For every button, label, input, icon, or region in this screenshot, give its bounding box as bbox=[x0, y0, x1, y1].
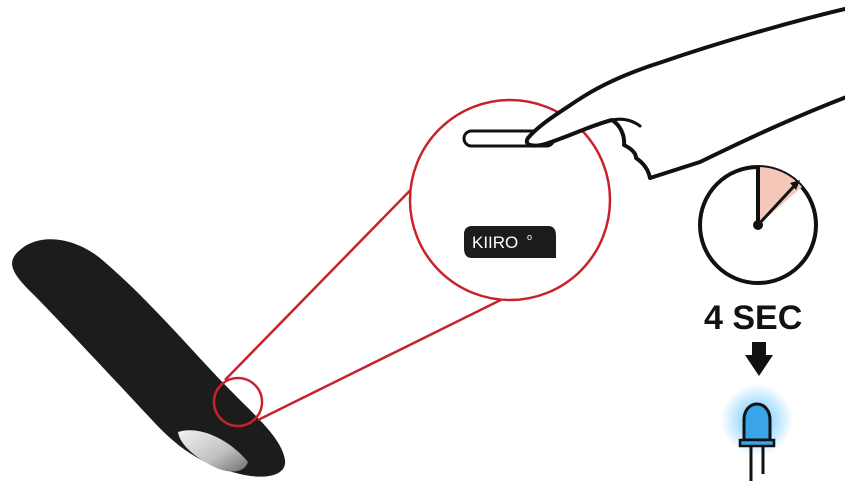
arrow-down-icon bbox=[745, 342, 773, 376]
led-icon bbox=[721, 384, 793, 481]
zoom-circle bbox=[408, 98, 612, 302]
stopwatch-icon bbox=[698, 165, 818, 285]
brand-logo-badge bbox=[464, 226, 556, 258]
zoom-line-bottom bbox=[257, 286, 526, 422]
hand-pointer-icon bbox=[524, 6, 849, 180]
brand-logo: KIIRO o bbox=[464, 226, 556, 258]
timer-wedge bbox=[758, 166, 802, 225]
hand-edge-mask bbox=[845, 0, 849, 110]
zoom-line-top bbox=[224, 167, 433, 381]
brand-logo-superscript: o bbox=[527, 232, 532, 242]
device bbox=[12, 239, 286, 477]
device-tip bbox=[178, 430, 248, 472]
device-body bbox=[12, 239, 286, 477]
led-bulb bbox=[742, 402, 772, 442]
zoom-source-circle bbox=[212, 376, 264, 428]
timer-label: 4 SEC bbox=[704, 299, 802, 337]
brand-logo-text: KIIRO bbox=[472, 233, 518, 252]
zoom-callout bbox=[212, 98, 612, 428]
